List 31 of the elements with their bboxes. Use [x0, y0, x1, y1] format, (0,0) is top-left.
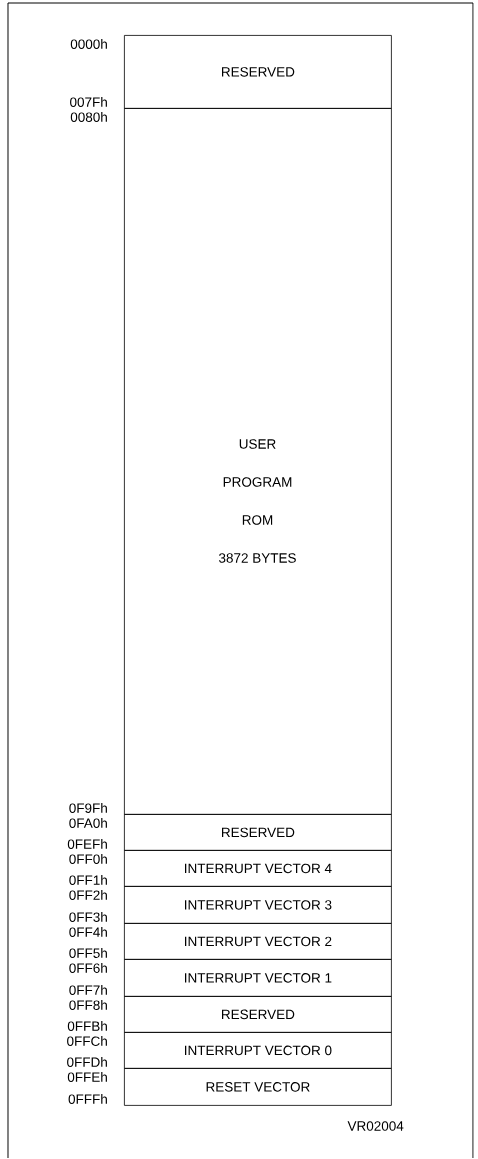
memory-band: INTERRUPT VECTOR 2 [124, 923, 392, 960]
address-label: 0FFCh [67, 1036, 107, 1046]
address-label: 0080h [70, 112, 107, 122]
address-label: 0FFDh [67, 1057, 107, 1067]
address-label: 0FF5h [69, 948, 107, 958]
address-label: 0FF8h [69, 1000, 107, 1010]
address-label: 0FFEh [67, 1072, 107, 1082]
address-label: 0FEFh [67, 839, 107, 849]
address-label: 0FF7h [69, 985, 107, 995]
address-label: 0FF0h [69, 854, 107, 864]
memory-band: USER PROGRAM ROM 3872 BYTES [124, 108, 392, 815]
memory-band: INTERRUPT VECTOR 3 [124, 886, 392, 924]
address-label: 007Fh [70, 97, 107, 107]
memory-band: RESERVED [124, 35, 392, 109]
memory-band: INTERRUPT VECTOR 4 [124, 850, 392, 887]
memory-band: RESERVED [124, 996, 392, 1033]
address-label: 0FF2h [69, 890, 107, 900]
memory-band: RESET VECTOR [124, 1068, 392, 1106]
memory-band: INTERRUPT VECTOR 0 [124, 1032, 392, 1069]
figure-number: VR02004 [347, 1121, 404, 1131]
address-label: 0FF6h [69, 963, 107, 973]
memory-band: INTERRUPT VECTOR 1 [124, 959, 392, 997]
address-label: 0F9Fh [69, 803, 107, 813]
memory-band: RESERVED [124, 814, 392, 851]
address-label: 0FF3h [69, 912, 107, 922]
address-label: 0FFBh [67, 1021, 107, 1031]
address-label: 0FF4h [69, 927, 107, 937]
address-label: 0FA0h [69, 818, 107, 828]
address-label: 0FF1h [69, 875, 107, 885]
address-label: 0FFFh [68, 1094, 107, 1104]
address-label: 0000h [70, 39, 107, 49]
